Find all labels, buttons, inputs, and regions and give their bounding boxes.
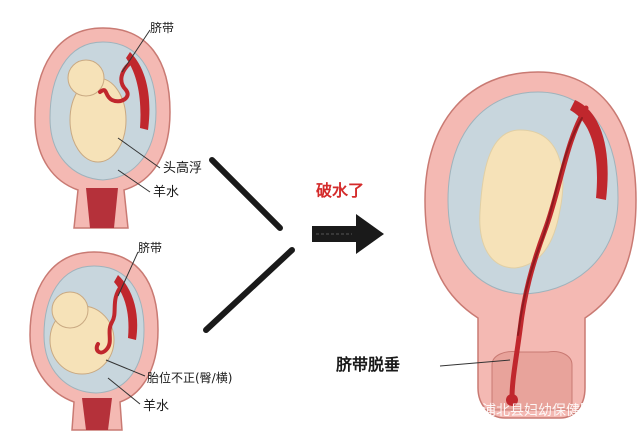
label-fluid-bottom: 羊水 [143,398,169,414]
watermark-text: 浦北县妇幼保健院 [482,402,594,419]
uterus-bottom-left: 脐带 胎位不正(臀/横) 羊水 [29,240,232,431]
fetus-head-top [67,59,105,97]
placenta-top [126,52,150,130]
label-cord-top: 脐带 [150,20,174,35]
placenta-right [570,100,608,200]
watermark: 浦北县妇幼保健院 [459,401,594,419]
leader-cord-top [121,29,151,73]
label-malposition: 胎位不正(臀/横) [147,370,232,385]
arrow-group: 破水了 [312,181,384,254]
uterus-right: 脐带脱垂 [336,71,637,419]
leader-malposition [105,359,146,377]
prolapsed-cord-right-loop [517,117,583,336]
umbilical-cord-bottom [94,283,124,355]
leader-prolapse [439,359,511,367]
label-prolapse: 脐带脱垂 [336,355,400,374]
cervix-canal-top [86,188,118,228]
leader-head-top [117,137,161,169]
umbilical-cord-top [98,58,136,104]
uterus-top-left: 脐带 头高浮 羊水 [34,20,202,229]
label-fluid-top: 羊水 [153,184,179,200]
cervix-canal-bottom [82,398,112,430]
watermark-wechat-icon [459,401,477,419]
cord-end-right [506,394,518,406]
fetus-head-bottom [51,291,89,329]
converging-lines [203,157,295,333]
converge-line-upper [209,157,283,231]
leader-fluid-bottom [107,377,141,405]
leader-cord-bottom [117,251,139,297]
placenta-bottom [114,275,138,340]
label-cord-bottom: 脐带 [138,240,162,255]
label-head-high: 头高浮 [163,160,202,176]
leader-fluid-top [117,169,151,193]
converge-line-lower [203,247,295,333]
arrow-caption: 破水了 [316,181,364,200]
